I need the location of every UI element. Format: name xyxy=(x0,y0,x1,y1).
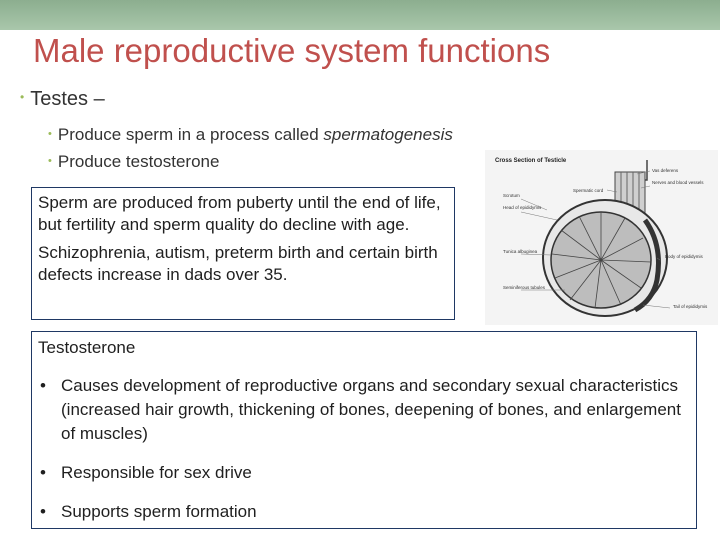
sperm-age-textbox: Sperm are produced from puberty until th… xyxy=(31,187,455,320)
sub-bullet-spermatogenesis: • Produce sperm in a process called sperm… xyxy=(48,125,453,145)
figure-title: Cross Section of Testicle xyxy=(495,158,567,164)
list-item: • Responsible for sex drive xyxy=(38,461,690,485)
bullet-testes-text: Testes – xyxy=(30,88,105,110)
seminiferous-lobules xyxy=(551,212,652,309)
list-item: • Causes development of reproductive orga… xyxy=(38,374,690,446)
list-item-text: Supports sperm formation xyxy=(61,502,257,521)
label-spermatic-cord: Spermatic cord xyxy=(573,188,604,193)
testosterone-textbox: Testosterone • Causes development of repr… xyxy=(31,331,697,529)
bullet-testes: • Testes – xyxy=(20,88,105,111)
bullet-icon: • xyxy=(40,376,46,395)
testicle-cross-section-figure: Cross Section of Testicle xyxy=(485,150,718,325)
label-head-epididymis: Head of epididymis xyxy=(503,205,542,210)
testosterone-list: • Causes development of reproductive orga… xyxy=(38,374,690,524)
sub-bullet-1-prefix: Produce sperm in a process called xyxy=(57,125,324,144)
sub-bullet-2-text: Produce testosterone xyxy=(57,152,220,171)
label-vas-deferens: Vas deferens xyxy=(652,168,679,173)
sub-bullet-testosterone: • Produce testosterone xyxy=(48,152,219,172)
bullet-icon: • xyxy=(40,463,46,482)
bullet-icon: • xyxy=(48,155,52,167)
box2-heading: Testosterone xyxy=(38,338,136,357)
label-scrotum: Scrotum xyxy=(503,193,520,198)
list-item-text: Responsible for sex drive xyxy=(61,463,252,482)
label-seminiferous: Seminiferous tubules xyxy=(503,285,546,290)
bullet-icon: • xyxy=(20,90,25,104)
bullet-icon: • xyxy=(40,502,46,521)
box1-paragraph-1: Sperm are produced from puberty until th… xyxy=(38,193,441,234)
top-accent-bar xyxy=(0,0,720,30)
list-item-text: Causes development of reproductive organ… xyxy=(61,376,681,443)
epididymis-shape xyxy=(633,218,661,313)
bullet-icon: • xyxy=(48,128,52,140)
testicle-diagram: Cross Section of Testicle xyxy=(495,158,708,317)
label-body-epididymis: Body of epididymis xyxy=(665,254,704,259)
label-lines xyxy=(520,170,671,309)
list-item: • Supports sperm formation xyxy=(38,500,690,524)
box1-paragraph-2: Schizophrenia, autism, preterm birth and… xyxy=(38,243,438,284)
label-tail-epididymis: Tail of epididymis xyxy=(673,304,708,309)
label-nerves: Nerves and blood vessels xyxy=(652,180,704,185)
slide-title: Male reproductive system functions xyxy=(33,32,551,69)
label-tunica: Tunica albuginea xyxy=(503,249,538,254)
sub-bullet-1-term: spermatogenesis xyxy=(323,125,453,144)
